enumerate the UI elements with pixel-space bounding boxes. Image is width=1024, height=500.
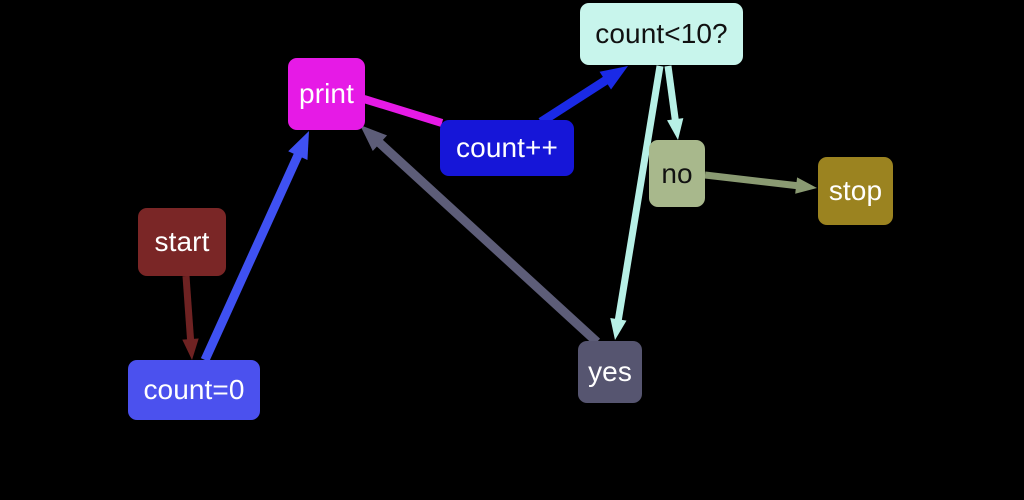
node-label: no	[661, 157, 693, 189]
node-cond[interactable]: count<10?	[580, 3, 743, 65]
arrowhead-icon	[288, 131, 309, 160]
edge-print-to-countpp	[362, 95, 444, 127]
node-stop[interactable]: stop	[818, 157, 893, 225]
node-label: count=0	[143, 374, 245, 405]
arrowhead-icon	[667, 118, 684, 140]
node-start[interactable]: start	[138, 208, 226, 276]
node-no[interactable]: no	[649, 140, 705, 207]
arrowhead-icon	[610, 317, 627, 340]
edge-line	[704, 171, 801, 190]
node-label: stop	[828, 175, 883, 206]
arrowhead-icon	[182, 338, 199, 360]
edge-start-to-count0	[182, 275, 199, 360]
edge-cond-to-no	[664, 65, 684, 140]
edge-countpp-to-cond	[538, 66, 628, 126]
edge-line	[538, 74, 612, 126]
node-print[interactable]: print	[288, 58, 365, 130]
node-yes[interactable]: yes	[578, 341, 642, 403]
edge-line	[362, 95, 444, 127]
edge-line	[182, 275, 195, 344]
arrowhead-icon	[795, 177, 817, 194]
arrowhead-icon	[360, 125, 388, 152]
edge-no-to-stop	[704, 171, 817, 194]
edge-line	[664, 65, 680, 124]
node-count0[interactable]: count=0	[128, 360, 260, 420]
node-label: start	[154, 226, 210, 257]
node-label: count<10?	[595, 18, 728, 49]
node-label: count++	[456, 132, 558, 163]
node-countpp[interactable]: count++	[440, 120, 574, 176]
arrowhead-icon	[599, 66, 628, 90]
node-label: yes	[588, 356, 632, 387]
node-label: print	[299, 78, 354, 109]
